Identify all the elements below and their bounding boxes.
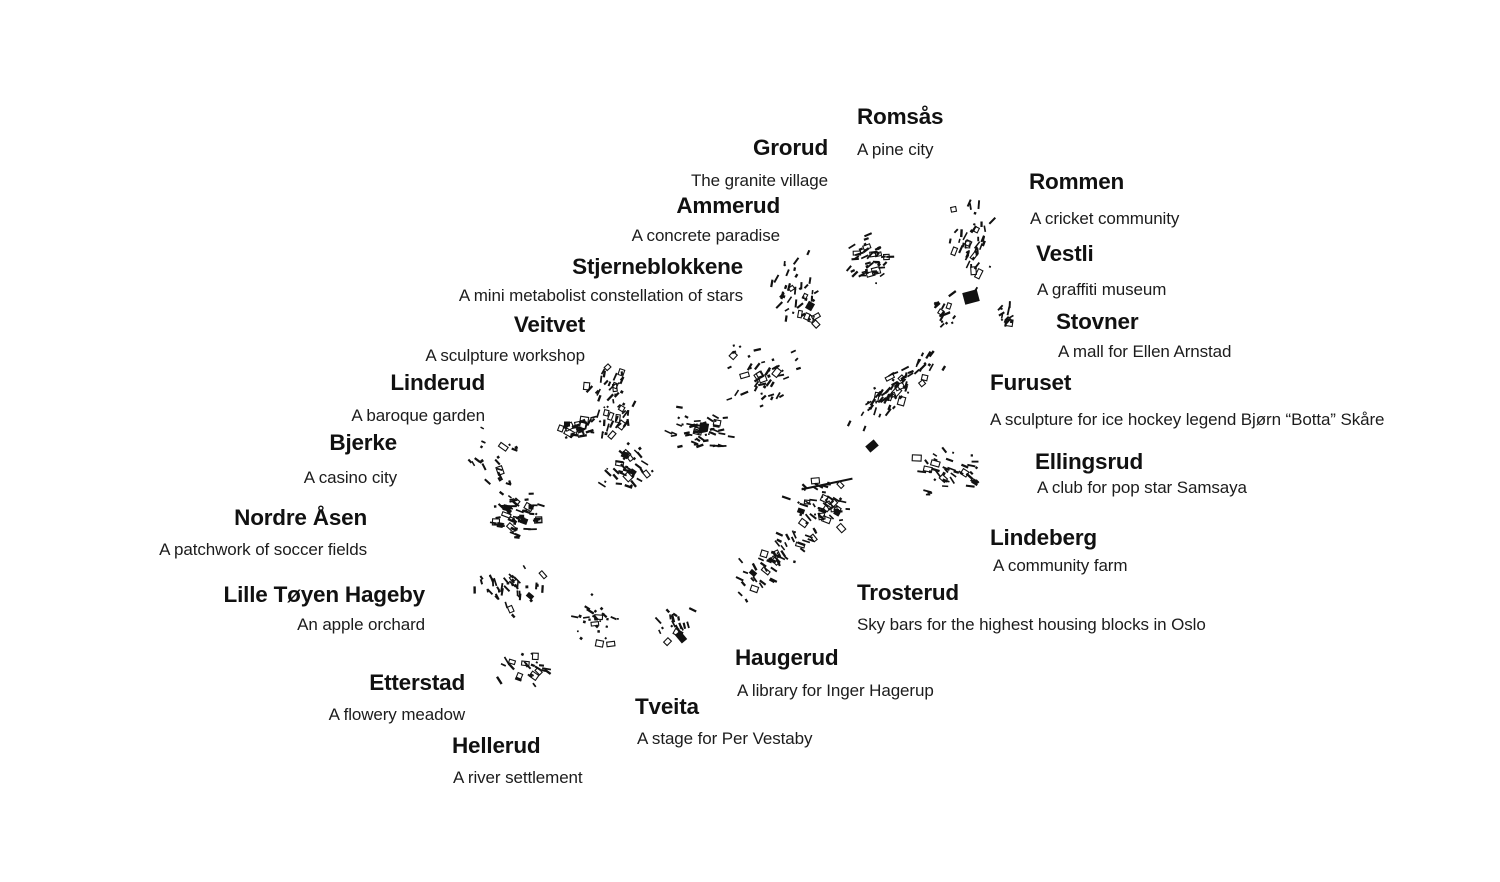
cluster-ammerud: [770, 249, 822, 329]
district-description-furuset: A sculpture for ice hockey legend Bjørn …: [990, 410, 1385, 429]
district-name-ellingsrud: Ellingsrud: [1035, 449, 1144, 474]
cluster-romsas: [948, 199, 997, 305]
district-description-nordre-asen: A patchwork of soccer fields: [159, 540, 367, 559]
district-description-ammerud: A concrete paradise: [631, 226, 780, 245]
district-description-haugerud: A library for Inger Hagerup: [737, 681, 934, 700]
district-name-rommen: Rommen: [1029, 169, 1125, 194]
district-name-furuset: Furuset: [990, 370, 1072, 395]
district-description-tveita: A stage for Per Vestaby: [637, 729, 813, 748]
district-description-stovner: A mall for Ellen Arnstad: [1058, 342, 1232, 361]
district-name-lille-toyen-hageby: Lille Tøyen Hageby: [223, 582, 426, 607]
cluster-lille-toyen-hageby: [473, 564, 548, 619]
district-description-rommen: A cricket community: [1030, 209, 1180, 228]
district-description-vestli: A graffiti museum: [1037, 280, 1167, 299]
district-name-veitvet: Veitvet: [513, 312, 585, 337]
district-description-etterstad: A flowery meadow: [328, 705, 465, 724]
district-name-linderud: Linderud: [390, 370, 485, 395]
cluster-grorud: [845, 232, 895, 285]
cluster-etterstad-east: [571, 593, 619, 648]
district-description-lille-toyen-hageby: An apple orchard: [297, 615, 425, 634]
district-name-lindeberg: Lindeberg: [990, 525, 1097, 550]
district-name-haugerud: Haugerud: [735, 645, 839, 670]
district-description-bjerke: A casino city: [303, 468, 397, 487]
cluster-furuset: [846, 350, 947, 453]
district-name-trosterud: Trosterud: [857, 580, 959, 605]
district-name-hellerud: Hellerud: [452, 733, 541, 758]
district-name-stjerneblokkene: Stjerneblokkene: [572, 254, 743, 279]
district-description-grorud: The granite village: [690, 171, 828, 190]
cluster-haugerud: [735, 480, 847, 603]
district-name-ammerud: Ammerud: [676, 193, 780, 218]
district-description-romsas: A pine city: [857, 140, 934, 159]
cluster-ammerud-south: [726, 344, 802, 408]
district-name-stovner: Stovner: [1056, 309, 1139, 334]
cluster-nordre-asen: [489, 490, 545, 539]
district-description-veitvet: A sculpture workshop: [425, 346, 585, 365]
district-name-etterstad: Etterstad: [369, 670, 465, 695]
district-description-stjerneblokkene: A mini metabolist constellation of stars: [458, 286, 743, 305]
district-name-grorud: Grorud: [752, 135, 828, 160]
cluster-hellerud: [597, 441, 654, 489]
district-name-tveita: Tveita: [635, 694, 699, 719]
cluster-ellingsrud: [911, 446, 980, 496]
district-description-linderud: A baroque garden: [351, 406, 485, 425]
district-name-romsas: Romsås: [857, 104, 944, 129]
district-name-vestli: Vestli: [1036, 241, 1094, 266]
cluster-tveita: [654, 607, 697, 647]
cluster-grorud-central: [664, 405, 735, 449]
district-name-bjerke: Bjerke: [329, 430, 397, 455]
cluster-veitvet: [582, 363, 637, 440]
district-description-ellingsrud: A club for pop star Samsaya: [1037, 478, 1247, 497]
cluster-vestli: [997, 301, 1014, 328]
district-description-trosterud: Sky bars for the highest housing blocks …: [857, 615, 1206, 634]
cluster-trosterud: [781, 477, 853, 529]
district-description-lindeberg: A community farm: [993, 556, 1128, 575]
district-name-nordre-asen: Nordre Åsen: [234, 505, 367, 530]
cluster-linderud: [556, 415, 597, 440]
cluster-stovner: [933, 290, 957, 328]
cluster-bjerke: [467, 426, 519, 486]
district-description-hellerud: A river settlement: [453, 768, 583, 787]
cluster-etterstad: [496, 652, 552, 688]
